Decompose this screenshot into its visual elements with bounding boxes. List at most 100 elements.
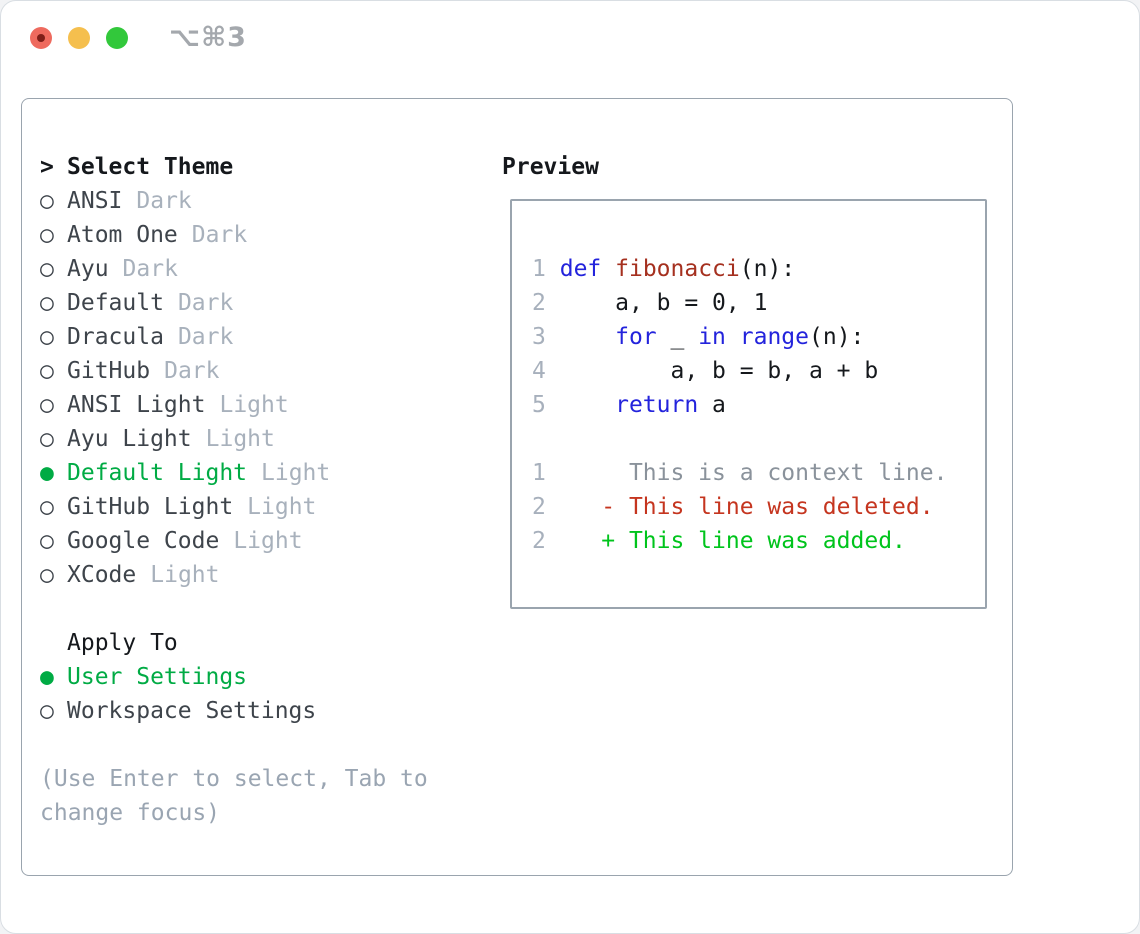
token-plain: [726, 324, 740, 350]
spacer: [40, 592, 490, 626]
spacer: [40, 728, 490, 762]
apply-option-user-settings[interactable]: ● User Settings: [40, 660, 490, 694]
token-add: + This line was added.: [601, 528, 906, 554]
theme-variant-tag: Light: [150, 562, 220, 588]
token-num: 5: [532, 392, 546, 418]
token-fn: fibonacci: [615, 256, 740, 282]
theme-variant-tag: Light: [247, 494, 317, 520]
focus-cursor-icon: >: [40, 154, 54, 180]
theme-name: ANSI Light: [67, 392, 206, 418]
token-del: - This line was deleted.: [601, 494, 934, 520]
preview-code-line: [532, 422, 985, 456]
token-num: 1: [532, 256, 546, 282]
theme-variant-tag: Dark: [177, 290, 234, 316]
theme-variant-tag: Light: [261, 460, 331, 486]
radio-unselected-icon: ○: [40, 358, 54, 384]
apply-to-list: ● User Settings ○ Workspace Settings: [40, 660, 490, 728]
apply-to-title: Apply To: [67, 630, 178, 656]
maximize-button[interactable]: [106, 27, 128, 49]
radio-unselected-icon: ○: [40, 528, 54, 554]
theme-option-ansi-light[interactable]: ○ ANSI Light Light: [40, 388, 490, 422]
radio-unselected-icon: ○: [40, 562, 54, 588]
theme-variant-tag: Dark: [164, 358, 220, 384]
theme-option-default-light[interactable]: ● Default Light Light: [40, 456, 490, 490]
radio-unselected-icon: ○: [40, 188, 54, 214]
theme-name: GitHub: [67, 358, 151, 384]
token-num: 2: [532, 528, 546, 554]
preview-code-line: 1 This is a context line.: [532, 456, 985, 490]
token-plain: [546, 528, 601, 554]
theme-option-github[interactable]: ○ GitHub Dark: [40, 354, 490, 388]
hint-text: (Use Enter to select, Tab to change focu…: [40, 762, 490, 830]
theme-option-ayu[interactable]: ○ Ayu Dark: [40, 252, 490, 286]
theme-name: Default: [67, 290, 164, 316]
token-num: 4: [532, 358, 546, 384]
preview-code-line: 3 for _ in range(n):: [532, 320, 985, 354]
token-plain: (n):: [739, 256, 796, 282]
radio-unselected-icon: ○: [40, 324, 54, 350]
token-num: 3: [532, 324, 546, 350]
window-title-shortcut: ⌥⌘3: [169, 22, 247, 53]
radio-selected-icon: ●: [40, 664, 54, 690]
theme-variant-tag: Light: [233, 528, 303, 554]
theme-name: Default Light: [67, 460, 248, 486]
token-plain: a: [698, 392, 726, 418]
radio-unselected-icon: ○: [40, 222, 54, 248]
radio-unselected-icon: ○: [40, 426, 54, 452]
unsaved-dot-icon: [37, 34, 45, 42]
theme-variant-tag: Dark: [122, 256, 178, 282]
token-plain: _: [656, 324, 699, 350]
theme-option-ayu-light[interactable]: ○ Ayu Light Light: [40, 422, 490, 456]
token-plain: a, b = 0, 1: [545, 290, 768, 316]
token-plain: [546, 324, 615, 350]
token-plain: (n):: [809, 324, 865, 350]
theme-name: ANSI: [67, 188, 123, 214]
token-kw: return: [615, 392, 699, 418]
close-button[interactable]: [30, 27, 52, 49]
preview-title: Preview: [502, 154, 599, 180]
theme-variant-tag: Light: [205, 426, 275, 452]
token-num: 2: [532, 494, 546, 520]
radio-unselected-icon: ○: [40, 256, 54, 282]
radio-selected-icon: ●: [40, 460, 54, 486]
hint-line-1: (Use Enter to select, Tab to: [40, 766, 428, 792]
preview-code-line: 2 - This line was deleted.: [532, 490, 985, 524]
radio-unselected-icon: ○: [40, 698, 54, 724]
theme-name: GitHub Light: [67, 494, 234, 520]
theme-variant-tag: Dark: [191, 222, 248, 248]
token-plain: [546, 392, 615, 418]
token-num: 1: [532, 460, 546, 486]
theme-option-google-code[interactable]: ○ Google Code Light: [40, 524, 490, 558]
theme-option-atom-one[interactable]: ○ Atom One Dark: [40, 218, 490, 252]
apply-option-label: User Settings: [67, 664, 248, 690]
theme-variant-tag: Dark: [136, 188, 192, 214]
preview-code-line: 2 + This line was added.: [532, 524, 985, 558]
hint-line-2: change focus): [40, 800, 221, 826]
theme-name: Ayu Light: [67, 426, 192, 452]
theme-option-ansi[interactable]: ○ ANSI Dark: [40, 184, 490, 218]
token-kw: in: [698, 324, 726, 350]
theme-name: Ayu: [67, 256, 109, 282]
radio-unselected-icon: ○: [40, 392, 54, 418]
token-ctx: This is a context line.: [545, 460, 948, 486]
minimize-button[interactable]: [68, 27, 90, 49]
token-num: 2: [532, 290, 546, 316]
token-kw: def: [559, 256, 602, 282]
theme-name: Google Code: [67, 528, 220, 554]
select-theme-title: Select Theme: [67, 154, 234, 180]
token-plain: [546, 494, 601, 520]
token-plain: [546, 256, 560, 282]
theme-name: Dracula: [67, 324, 164, 350]
token-plain: a, b = b, a + b: [545, 358, 879, 384]
theme-variant-tag: Light: [219, 392, 289, 418]
theme-name: Atom One: [67, 222, 178, 248]
apply-option-workspace-settings[interactable]: ○ Workspace Settings: [40, 694, 490, 728]
apply-option-label: Workspace Settings: [67, 698, 317, 724]
